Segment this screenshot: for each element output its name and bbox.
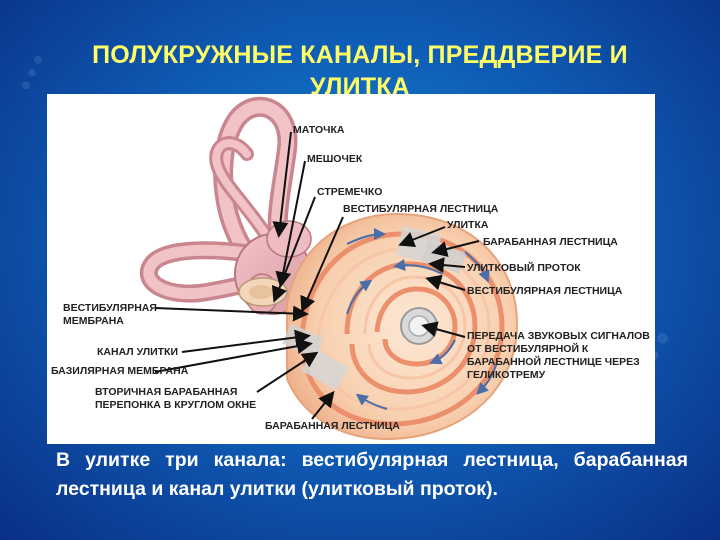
label-cochlear-duct: УЛИТКОВЫЙ ПРОТОК (467, 262, 581, 274)
slide-title: ПОЛУКРУЖНЫЕ КАНАЛЫ, ПРЕДДВЕРИЕ И УЛИТКА (92, 40, 628, 101)
label-scala-vestibuli-top: ВЕСТИБУЛЯРНАЯ ЛЕСТНИЦА (343, 203, 499, 215)
label-vestibular-membrane: ВЕСТИБУЛЯРНАЯ МЕМБРАНА (63, 302, 157, 327)
inner-ear-illustration (139, 96, 519, 441)
label-secondary-tympanic-membrane: ВТОРИЧНАЯ БАРАБАННАЯ ПЕРЕПОНКА В КРУГЛОМ… (95, 386, 257, 411)
label-stapes: СТРЕМЕЧКО (317, 186, 383, 198)
label-leader-lines (154, 131, 480, 420)
label-cochlea: УЛИТКА (447, 219, 489, 231)
label-scala-tympani-right: БАРАБАННАЯ ЛЕСТНИЦА (483, 236, 618, 248)
label-utricle: МАТОЧКА (293, 124, 345, 136)
label-scala-vestibuli-right: ВЕСТИБУЛЯРНАЯ ЛЕСТНИЦА (467, 285, 623, 297)
label-cochlear-canal: КАНАЛ УЛИТКИ (97, 346, 178, 358)
cochlea (282, 212, 519, 441)
ear-diagram: МАТОЧКА МЕШОЧЕК СТРЕМЕЧКО ВЕСТИБУЛЯРНАЯ … (47, 94, 655, 444)
label-basilar-membrane: БАЗИЛЯРНАЯ МЕМБРАНА (51, 365, 189, 377)
label-saccule: МЕШОЧЕК (307, 153, 363, 165)
label-helicotrema-transfer: ПЕРЕДАЧА ЗВУКОВЫХ СИГНАЛОВ ОТ ВЕСТИБУЛЯР… (467, 330, 650, 381)
slide-caption: В улитке три канала: вестибулярная лестн… (56, 449, 688, 500)
label-scala-tympani-bottom: БАРАБАННАЯ ЛЕСТНИЦА (265, 420, 400, 432)
